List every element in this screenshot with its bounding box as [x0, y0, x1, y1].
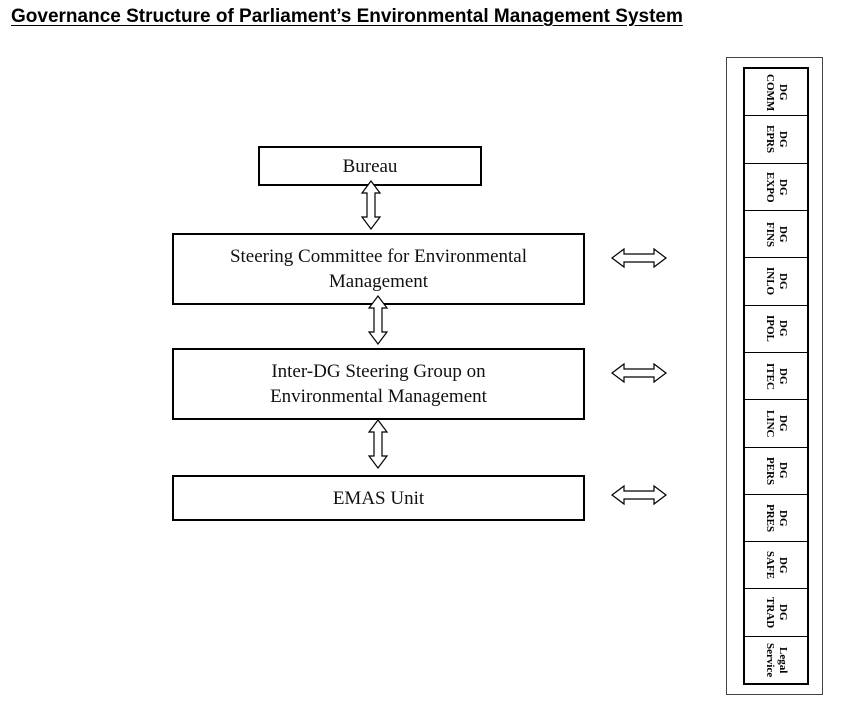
directorate-cell: DG ITEC: [745, 353, 807, 401]
directorate-label: DG LINC: [764, 409, 789, 438]
directorate-cell: DG INLO: [745, 258, 807, 306]
directorate-label: DG PRES: [764, 503, 789, 533]
bureau-label: Bureau: [342, 155, 398, 177]
directorate-cell: Legal Service: [745, 637, 807, 683]
steering-committee-box: Steering Committee for Environmental Man…: [172, 233, 585, 305]
bureau-box: Bureau: [258, 146, 482, 186]
inter-dg-group-box: Inter-DG Steering Group on Environmental…: [172, 348, 585, 420]
directorate-label: DG SAFE: [764, 551, 789, 580]
emas-directorates-arrow-icon: [611, 484, 667, 506]
directorate-cell: DG EXPO: [745, 164, 807, 211]
directorate-label: DG FINS: [764, 221, 789, 247]
directorate-cell: DG PRES: [745, 495, 807, 543]
directorate-cell: DG TRAD: [745, 589, 807, 637]
directorate-label: DG COMM: [764, 73, 789, 111]
directorates-column: DG COMM DG EPRS DG EXPO DG FINS DG INLO DG IP…: [743, 67, 809, 685]
directorate-label: DG IPOL: [764, 315, 789, 343]
directorate-cell: DG IPOL: [745, 306, 807, 353]
directorate-label: DG PERS: [764, 456, 789, 485]
emas-unit-box: EMAS Unit: [172, 475, 585, 521]
bureau-steering-arrow-icon: [360, 180, 382, 230]
directorate-cell: DG EPRS: [745, 116, 807, 164]
directorate-cell: DG FINS: [745, 211, 807, 259]
directorate-label: DG EPRS: [764, 125, 789, 154]
directorate-cell: DG COMM: [745, 69, 807, 117]
directorate-label: DG EXPO: [764, 171, 789, 203]
steering-directorates-arrow-icon: [611, 247, 667, 269]
inter-dg-group-label: Inter-DG Steering Group on Environmental…: [270, 361, 487, 407]
directorate-cell: DG LINC: [745, 400, 807, 448]
steering-interdg-arrow-icon: [367, 295, 389, 345]
directorate-label: DG TRAD: [764, 597, 789, 629]
interdg-directorates-arrow-icon: [611, 362, 667, 384]
directorate-cell: DG PERS: [745, 448, 807, 495]
directorate-label: Legal Service: [764, 642, 789, 677]
diagram-title: Governance Structure of Parliament’s Env…: [11, 6, 683, 27]
interdg-emas-arrow-icon: [367, 419, 389, 469]
directorate-label: DG ITEC: [764, 362, 789, 390]
steering-committee-label: Steering Committee for Environmental Man…: [229, 246, 528, 292]
emas-unit-label: EMAS Unit: [332, 487, 425, 509]
directorate-label: DG INLO: [764, 267, 789, 296]
directorate-cell: DG SAFE: [745, 542, 807, 590]
